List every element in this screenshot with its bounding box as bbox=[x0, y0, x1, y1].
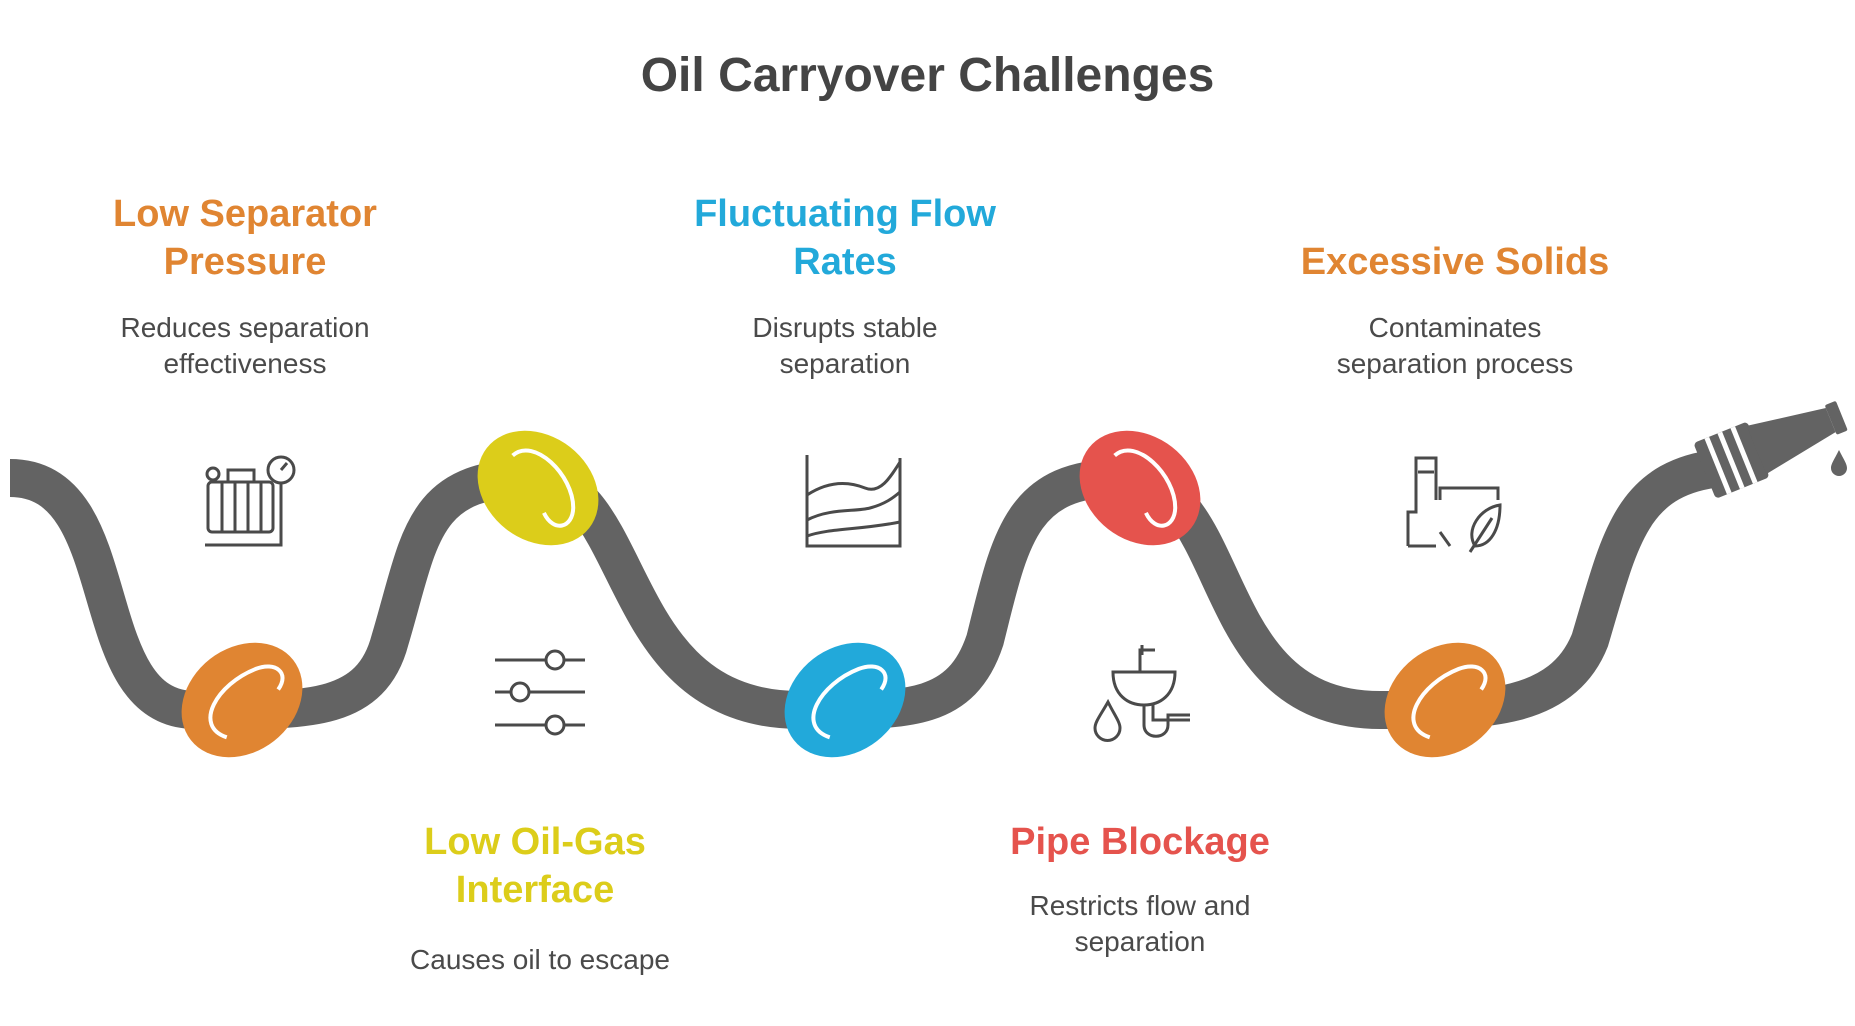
knot-orange-1 bbox=[181, 642, 303, 758]
item-4-heading: Pipe Blockage bbox=[1010, 821, 1270, 863]
sink-pipe-icon bbox=[1093, 645, 1190, 742]
item-2-heading: Low Oil-Gas Interface bbox=[424, 821, 646, 911]
item-5-description: Contaminates separation process bbox=[1336, 312, 1574, 379]
knot-blue bbox=[784, 642, 906, 758]
knot-red bbox=[1079, 430, 1201, 546]
item-2-description: Causes oil to escape bbox=[410, 944, 670, 975]
flow-chart-icon bbox=[805, 455, 902, 548]
sliders-icon bbox=[495, 649, 585, 736]
item-1-description: Reduces separation effectiveness bbox=[120, 312, 370, 379]
item-4-description: Restricts flow and separation bbox=[1029, 890, 1251, 957]
knot-yellow bbox=[477, 430, 599, 546]
diagram-title: Oil Carryover Challenges bbox=[640, 49, 1215, 102]
item-3-heading: Fluctuating Flow Rates bbox=[694, 193, 996, 283]
item-3-description: Disrupts stable separation bbox=[752, 312, 938, 379]
item-1-heading: Low Separator Pressure bbox=[113, 193, 377, 283]
item-5-heading: Excessive Solids bbox=[1300, 241, 1610, 283]
eco-factory-icon bbox=[1406, 456, 1502, 553]
nozzle-icon bbox=[1694, 401, 1848, 498]
knot-orange-2 bbox=[1384, 642, 1506, 758]
pressure-gauge-icon bbox=[205, 455, 296, 547]
oil-drop-icon bbox=[1831, 450, 1847, 476]
